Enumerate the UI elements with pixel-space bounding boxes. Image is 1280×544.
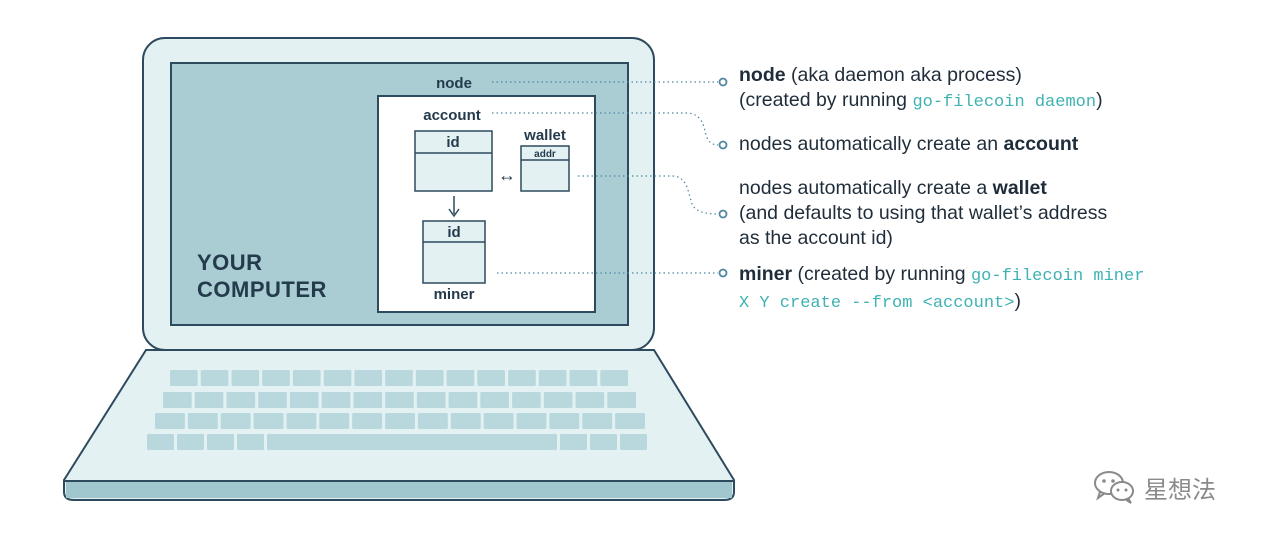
keyboard-key: [253, 413, 284, 429]
keyboard-key: [200, 370, 229, 386]
wallet-note-text3: as the account id): [739, 227, 893, 249]
keyboard-key: [483, 413, 514, 429]
miner-note: miner (created by running go-filecoin mi…: [739, 262, 1144, 316]
keyboard-key: [450, 413, 481, 429]
keyboard-key: [415, 370, 444, 386]
watermark-text: 星想法: [1144, 475, 1216, 504]
keyboard-key: [590, 434, 617, 450]
addr-label: addr: [534, 149, 556, 160]
keyboard-key: [477, 370, 505, 386]
keyboard-key: [319, 413, 350, 429]
wallet-note: nodes automatically create a wallet (and…: [739, 176, 1107, 251]
connector-dot-account: [718, 140, 728, 150]
miner-id-box: [422, 220, 486, 284]
keyboard-key: [155, 413, 185, 429]
account-label: account: [423, 107, 481, 124]
keyboard-key: [352, 413, 383, 429]
keyboard-key: [354, 370, 383, 386]
miner-note-text2: ): [1014, 290, 1021, 312]
keyboard-key: [549, 413, 580, 429]
keyboard-key: [194, 392, 224, 408]
keyboard-key: [560, 434, 587, 450]
keyboard-key: [207, 434, 234, 450]
connector-lines: [492, 81, 719, 274]
keyboard-key: [353, 392, 383, 408]
connector-account: [492, 112, 719, 146]
your-computer-label-line1: YOUR: [197, 250, 263, 275]
node-note-bold: node: [739, 64, 786, 86]
node-note: node (aka daemon aka process) (created b…: [739, 63, 1103, 115]
keyboard-key: [538, 370, 567, 386]
watermark: 星想法: [1092, 468, 1216, 506]
node-note-text2-post: ): [1096, 89, 1103, 111]
connector-dots: [718, 77, 728, 278]
keyboard-key: [516, 413, 547, 429]
keyboard-key: [286, 413, 317, 429]
miner-note-text1: (created by running: [792, 263, 971, 285]
your-computer-label-line2: COMPUTER: [197, 277, 327, 302]
keyboard-key: [620, 434, 647, 450]
miner-id-label: id: [447, 224, 460, 241]
connector-dot-node: [718, 77, 728, 87]
keyboard-key: [385, 392, 414, 408]
wallet-note-bold: wallet: [992, 177, 1047, 199]
keyboard-key: [226, 392, 256, 408]
node-note-text2-pre: (created by running: [739, 89, 913, 111]
keyboard-key: [575, 392, 605, 408]
miner-label: miner: [434, 286, 475, 303]
keyboard-key: [321, 392, 351, 408]
keyboard-key: [187, 413, 218, 429]
account-id-label: id: [446, 134, 459, 151]
account-note: nodes automatically create an account: [739, 132, 1078, 157]
account-note-bold: account: [1003, 133, 1079, 155]
bidirectional-arrow-icon: ↔: [498, 165, 516, 185]
keyboard-key: [446, 370, 475, 386]
keyboard-key: [543, 392, 573, 408]
wechat-icon: [1094, 471, 1134, 504]
miner-note-code2: X Y create --from <account>: [739, 294, 1015, 313]
keyboard-key: [480, 392, 509, 408]
keyboard-key: [323, 370, 352, 386]
keyboard-key: [385, 370, 413, 386]
keyboard-key: [512, 392, 541, 408]
wallet-box: [520, 145, 570, 192]
keyboard-key: [258, 392, 287, 408]
node-note-text1: (aka daemon aka process): [785, 64, 1022, 86]
account-id-box: [414, 130, 493, 192]
miner-note-bold: miner: [739, 263, 793, 285]
connector-dot-wallet: [718, 209, 728, 219]
keyboard-key: [147, 434, 174, 450]
keyboard-key: [231, 370, 260, 386]
keyboard-key: [163, 392, 192, 408]
wallet-note-text1: nodes automatically create a: [739, 177, 993, 199]
laptop-base-front: [66, 482, 732, 498]
keyboard-key: [170, 370, 198, 386]
keyboard-key: [177, 434, 204, 450]
keyboard-key: [615, 413, 645, 429]
keyboard-key: [417, 413, 448, 429]
keyboard-key: [262, 370, 290, 386]
keyboard-key: [289, 392, 319, 408]
keyboard-key: [607, 392, 636, 408]
keyboard-key: [448, 392, 478, 408]
keyboard-key: [508, 370, 536, 386]
miner-note-code1: go-filecoin miner: [970, 267, 1145, 286]
keyboard-key: [582, 413, 613, 429]
keyboard-key: [292, 370, 321, 386]
connector-dot-miner: [718, 268, 728, 278]
keyboard: [147, 370, 647, 450]
keyboard-key: [416, 392, 446, 408]
node-note-code: go-filecoin daemon: [912, 93, 1097, 112]
keyboard-key: [237, 434, 264, 450]
wallet-note-text2: (and defaults to using that wallet’s add…: [739, 202, 1108, 224]
keyboard-key: [220, 413, 251, 429]
wallet-label: wallet: [523, 127, 566, 144]
node-label: node: [436, 75, 472, 92]
keyboard-key: [385, 413, 415, 429]
keyboard-key: [569, 370, 598, 386]
keyboard-spacebar: [267, 434, 557, 450]
account-note-text: nodes automatically create an: [739, 133, 1004, 155]
keyboard-key: [600, 370, 628, 386]
